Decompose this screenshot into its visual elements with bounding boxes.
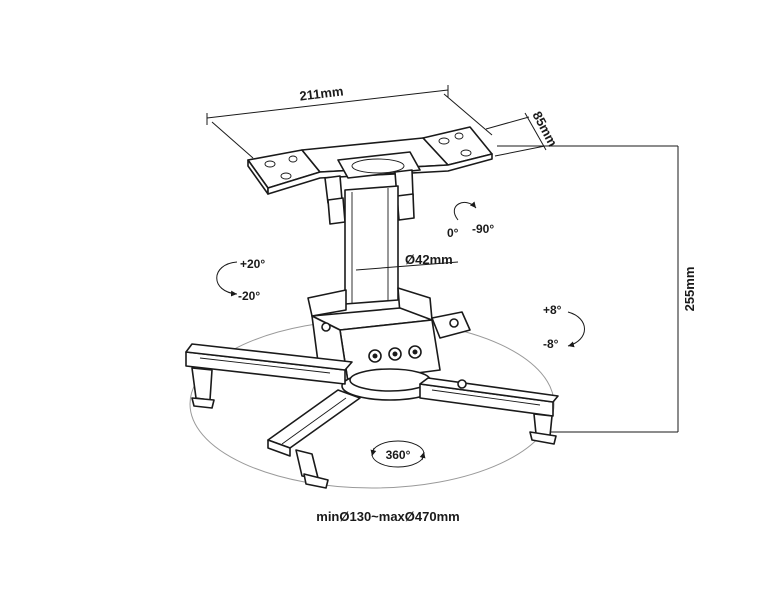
height-dimension: 255mm — [497, 145, 697, 433]
rotation-arrow: 360° — [370, 440, 426, 468]
tube-diameter-label: Ø42mm — [405, 252, 453, 267]
swivel-arrow: +20° -20° — [216, 257, 265, 303]
arm-hub — [341, 368, 439, 401]
arm-range-label: minØ130~maxØ470mm — [316, 509, 459, 524]
ceiling-plate — [247, 126, 493, 225]
width-label: 211mm — [299, 83, 345, 103]
width-dimension: 211mm — [206, 83, 493, 159]
swivel-plus-label: +20° — [240, 257, 265, 271]
tilt-down-label: -90° — [472, 222, 494, 236]
swivel-minus-label: -20° — [238, 289, 260, 303]
depth-dimension: 85mm — [485, 109, 560, 157]
level-minus-label: -8° — [543, 337, 559, 351]
rotation-label: 360° — [386, 448, 411, 462]
tilt-arrow: 0° -90° — [447, 201, 494, 240]
level-arrow: +8° -8° — [543, 303, 585, 351]
arm-front-left — [267, 389, 361, 489]
tilt-head — [307, 287, 471, 383]
arm-left-back — [185, 343, 353, 409]
tilt-up-label: 0° — [447, 226, 459, 240]
level-plus-label: +8° — [543, 303, 562, 317]
extension-tube: Ø42mm — [344, 185, 459, 305]
height-label: 255mm — [682, 267, 697, 312]
arm-right-back — [419, 377, 559, 445]
